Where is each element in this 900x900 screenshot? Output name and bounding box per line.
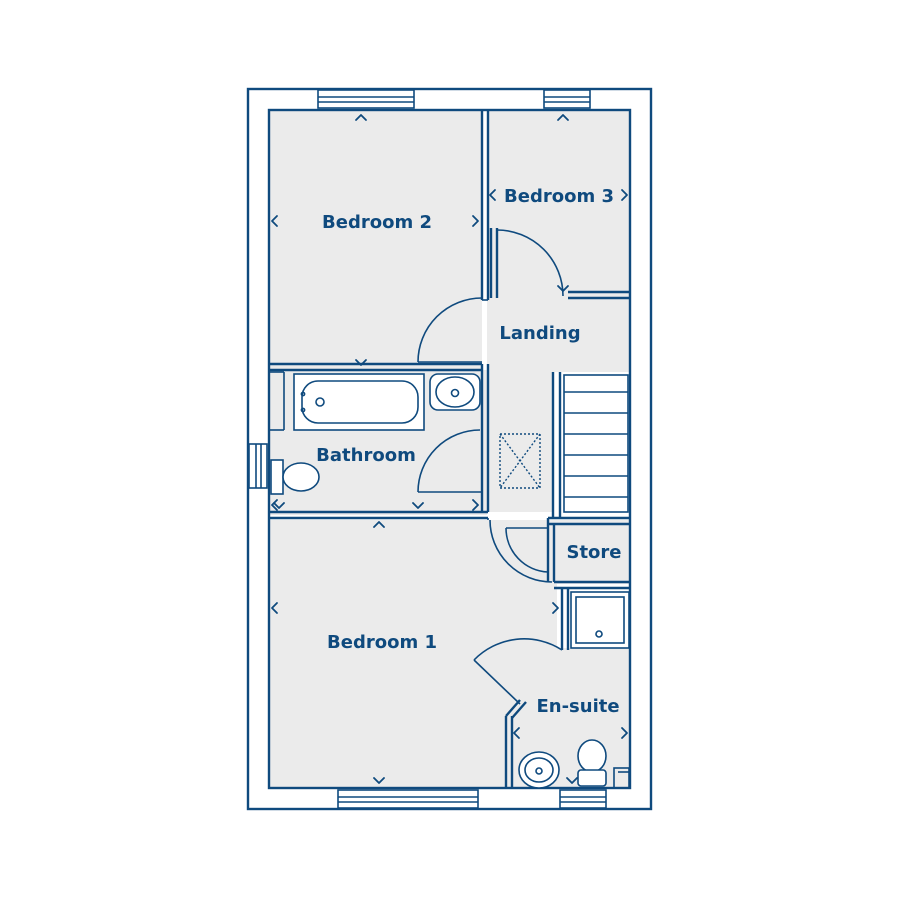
interior-walls	[270, 110, 629, 788]
windows	[248, 89, 607, 809]
loft-hatch-icon	[499, 433, 541, 489]
chevron-icon	[621, 189, 628, 201]
chevron-icon	[566, 777, 578, 784]
chevron-icon	[355, 359, 367, 366]
chevron-icon	[513, 727, 520, 739]
chevron-icon	[412, 502, 424, 509]
label-bedroom-2: Bedroom 2	[322, 212, 432, 233]
label-landing: Landing	[499, 323, 580, 344]
chevron-icon	[271, 602, 278, 614]
label-en-suite: En-suite	[536, 696, 619, 717]
outer-walls	[246, 87, 653, 811]
bathroom-fixtures	[270, 373, 481, 495]
chevron-icon	[373, 521, 385, 528]
chevron-icon	[489, 189, 496, 201]
chevron-icon	[373, 777, 385, 784]
chevron-icon	[271, 215, 278, 227]
chevron-icon	[472, 499, 479, 511]
ensuite-toilet	[577, 739, 607, 787]
label-bedroom-3: Bedroom 3	[504, 186, 614, 207]
dimension-markers	[271, 114, 628, 784]
shower-tray	[570, 591, 630, 649]
bathroom-toilet	[270, 459, 320, 495]
window-ensuite	[559, 789, 607, 809]
room-labels: Bedroom 2 Bedroom 3 Landing Bathroom Bed…	[316, 186, 621, 717]
chevron-icon	[552, 602, 559, 614]
window-bedroom2	[317, 89, 415, 109]
window-bedroom3	[543, 89, 591, 109]
chevron-icon	[557, 285, 569, 292]
staircase	[563, 374, 629, 513]
label-bathroom: Bathroom	[316, 445, 416, 466]
chevron-icon	[472, 215, 479, 227]
label-store: Store	[566, 542, 621, 563]
window-bedroom1	[337, 789, 479, 809]
label-bedroom-1: Bedroom 1	[327, 632, 437, 653]
chevron-icon	[271, 499, 278, 511]
ensuite-fixtures	[518, 591, 630, 789]
chevron-icon	[273, 502, 285, 509]
ensuite-basin	[518, 751, 560, 789]
window-bathroom	[248, 443, 268, 489]
doors	[417, 229, 564, 705]
chevron-icon	[355, 114, 367, 121]
chevron-icon	[557, 114, 569, 121]
bathroom-basin	[429, 373, 481, 411]
chevron-icon	[621, 727, 628, 739]
